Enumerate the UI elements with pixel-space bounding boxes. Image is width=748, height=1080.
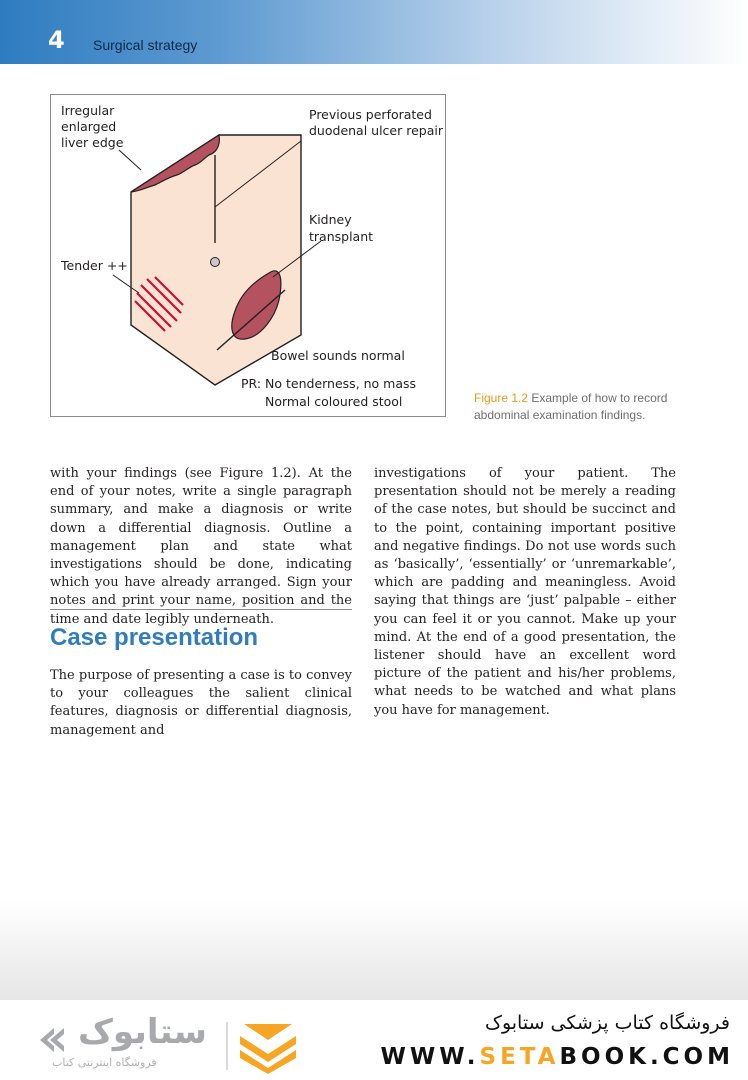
liver-edge	[130, 133, 220, 193]
abdomen-diagram: Irregular enlarged liver edge Previous p…	[60, 103, 444, 409]
page-number: 4	[48, 26, 65, 54]
pointer-kidney	[272, 240, 322, 278]
ad-url-accent: SETA	[479, 1044, 560, 1070]
label-liver-3: liver edge	[61, 135, 124, 150]
figure-caption-text: Example of how to record abdominal exami…	[474, 391, 668, 422]
tender-hatching	[134, 276, 184, 332]
label-kidney-1: Kidney	[309, 212, 352, 227]
kidney-transplant	[231, 270, 282, 340]
figure-abdominal-diagram: Irregular enlarged liver edge Previous p…	[50, 94, 446, 417]
label-bowel: Bowel sounds normal	[271, 348, 405, 363]
ad-url-post: BOOK.COM	[559, 1044, 734, 1070]
umbilicus	[210, 257, 220, 267]
label-ulcer-2: duodenal ulcer repair	[309, 123, 444, 138]
bottom-fade	[0, 900, 748, 1000]
running-head: Surgical strategy	[93, 37, 198, 53]
body-text-left-bottom: The purpose of presenting a case is to c…	[50, 667, 352, 740]
ad-shop-title: فروشگاه کتاب پزشکی ستابوک	[484, 1012, 730, 1034]
label-tender: Tender ++	[60, 258, 128, 273]
ad-url-pre: WWW.	[380, 1044, 480, 1070]
figure-caption-id: Figure 1.2	[474, 391, 529, 405]
label-kidney-2: transplant	[309, 229, 373, 244]
label-pr-2: Normal coloured stool	[265, 394, 402, 409]
pointer-ulcer	[214, 140, 302, 208]
body-text-left-top: with your findings (see Figure 1.2). At …	[50, 465, 352, 629]
label-pr-1: PR: No tenderness, no mass	[241, 376, 416, 391]
label-liver-2: enlarged	[61, 119, 116, 134]
paragraph: investigations of your patient. The pres…	[374, 466, 676, 718]
ad-logo-subtitle: فروشگاه اینترنتی کتاب	[52, 1056, 157, 1069]
paragraph: The purpose of presenting a case is to c…	[50, 668, 352, 738]
body-text-right: investigations of your patient. The pres…	[374, 465, 676, 720]
label-liver-1: Irregular	[61, 103, 115, 118]
page-header: 4 Surgical strategy	[0, 0, 748, 64]
figure-caption: Figure 1.2 Example of how to record abdo…	[474, 390, 714, 424]
setabook-logo-icon	[40, 1022, 296, 1074]
label-ulcer-1: Previous perforated	[309, 107, 432, 122]
pointer-tender	[112, 274, 140, 294]
ad-logo-word: ستابوک	[78, 1012, 208, 1052]
section-heading: Case presentation	[50, 624, 259, 651]
kidney-scar	[216, 289, 286, 351]
paragraph: with your findings (see Figure 1.2). At …	[50, 466, 352, 627]
section-divider	[50, 609, 352, 610]
ad-url[interactable]: WWW.SETABOOK.COM	[381, 1044, 734, 1070]
pointer-liver	[118, 149, 142, 171]
ad-banner[interactable]: ستابوک فروشگاه اینترنتی کتاب فروشگاه کتا…	[0, 1000, 748, 1080]
